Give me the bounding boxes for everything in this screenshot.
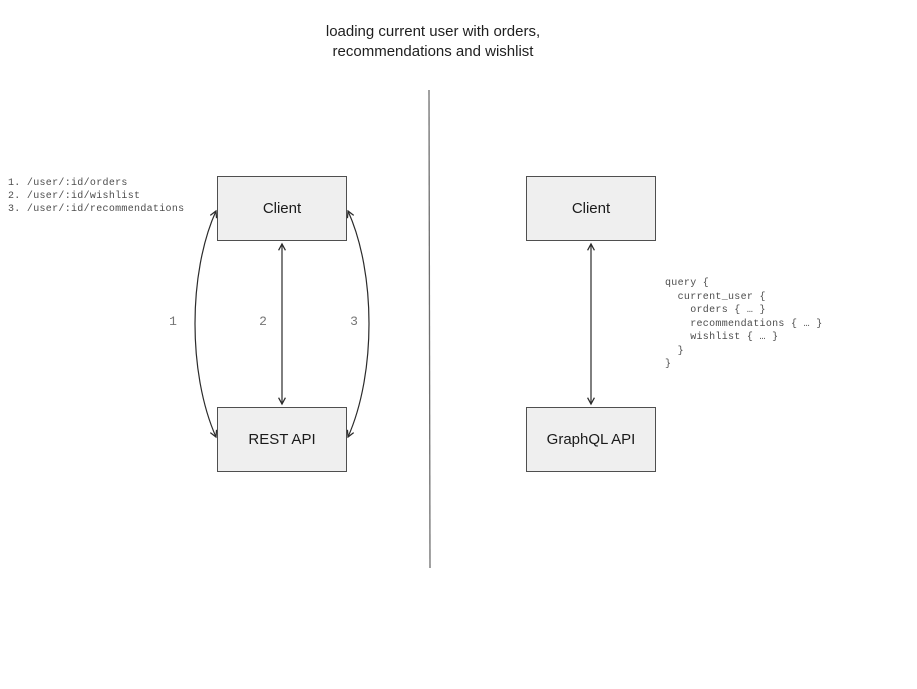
rest-endpoint-orders: 1. /user/:id/orders (8, 178, 128, 189)
arrow-label-2: 2 (259, 314, 267, 329)
rest-endpoint-wishlist: 2. /user/:id/wishlist (8, 191, 141, 202)
rest-client-node: Client (217, 176, 347, 241)
graphql-api-node: GraphQL API (526, 407, 656, 472)
divider-line (428, 89, 431, 569)
graphql-query-snippet: query { current_user { orders { … } reco… (665, 278, 823, 370)
rest-endpoints-list: 1. /user/:id/orders 2. /user/:id/wishlis… (8, 177, 184, 216)
arrow-label-1: 1 (169, 314, 177, 329)
rest-endpoint-recommendations: 3. /user/:id/recommendations (8, 204, 185, 215)
rest-arrow-1-curve (194, 209, 218, 439)
rest-api-node: REST API (217, 407, 347, 472)
diagram-title: loading current user with orders, recomm… (325, 23, 541, 60)
graphql-client-node: Client (526, 176, 656, 241)
arrow-label-3: 3 (350, 314, 358, 329)
